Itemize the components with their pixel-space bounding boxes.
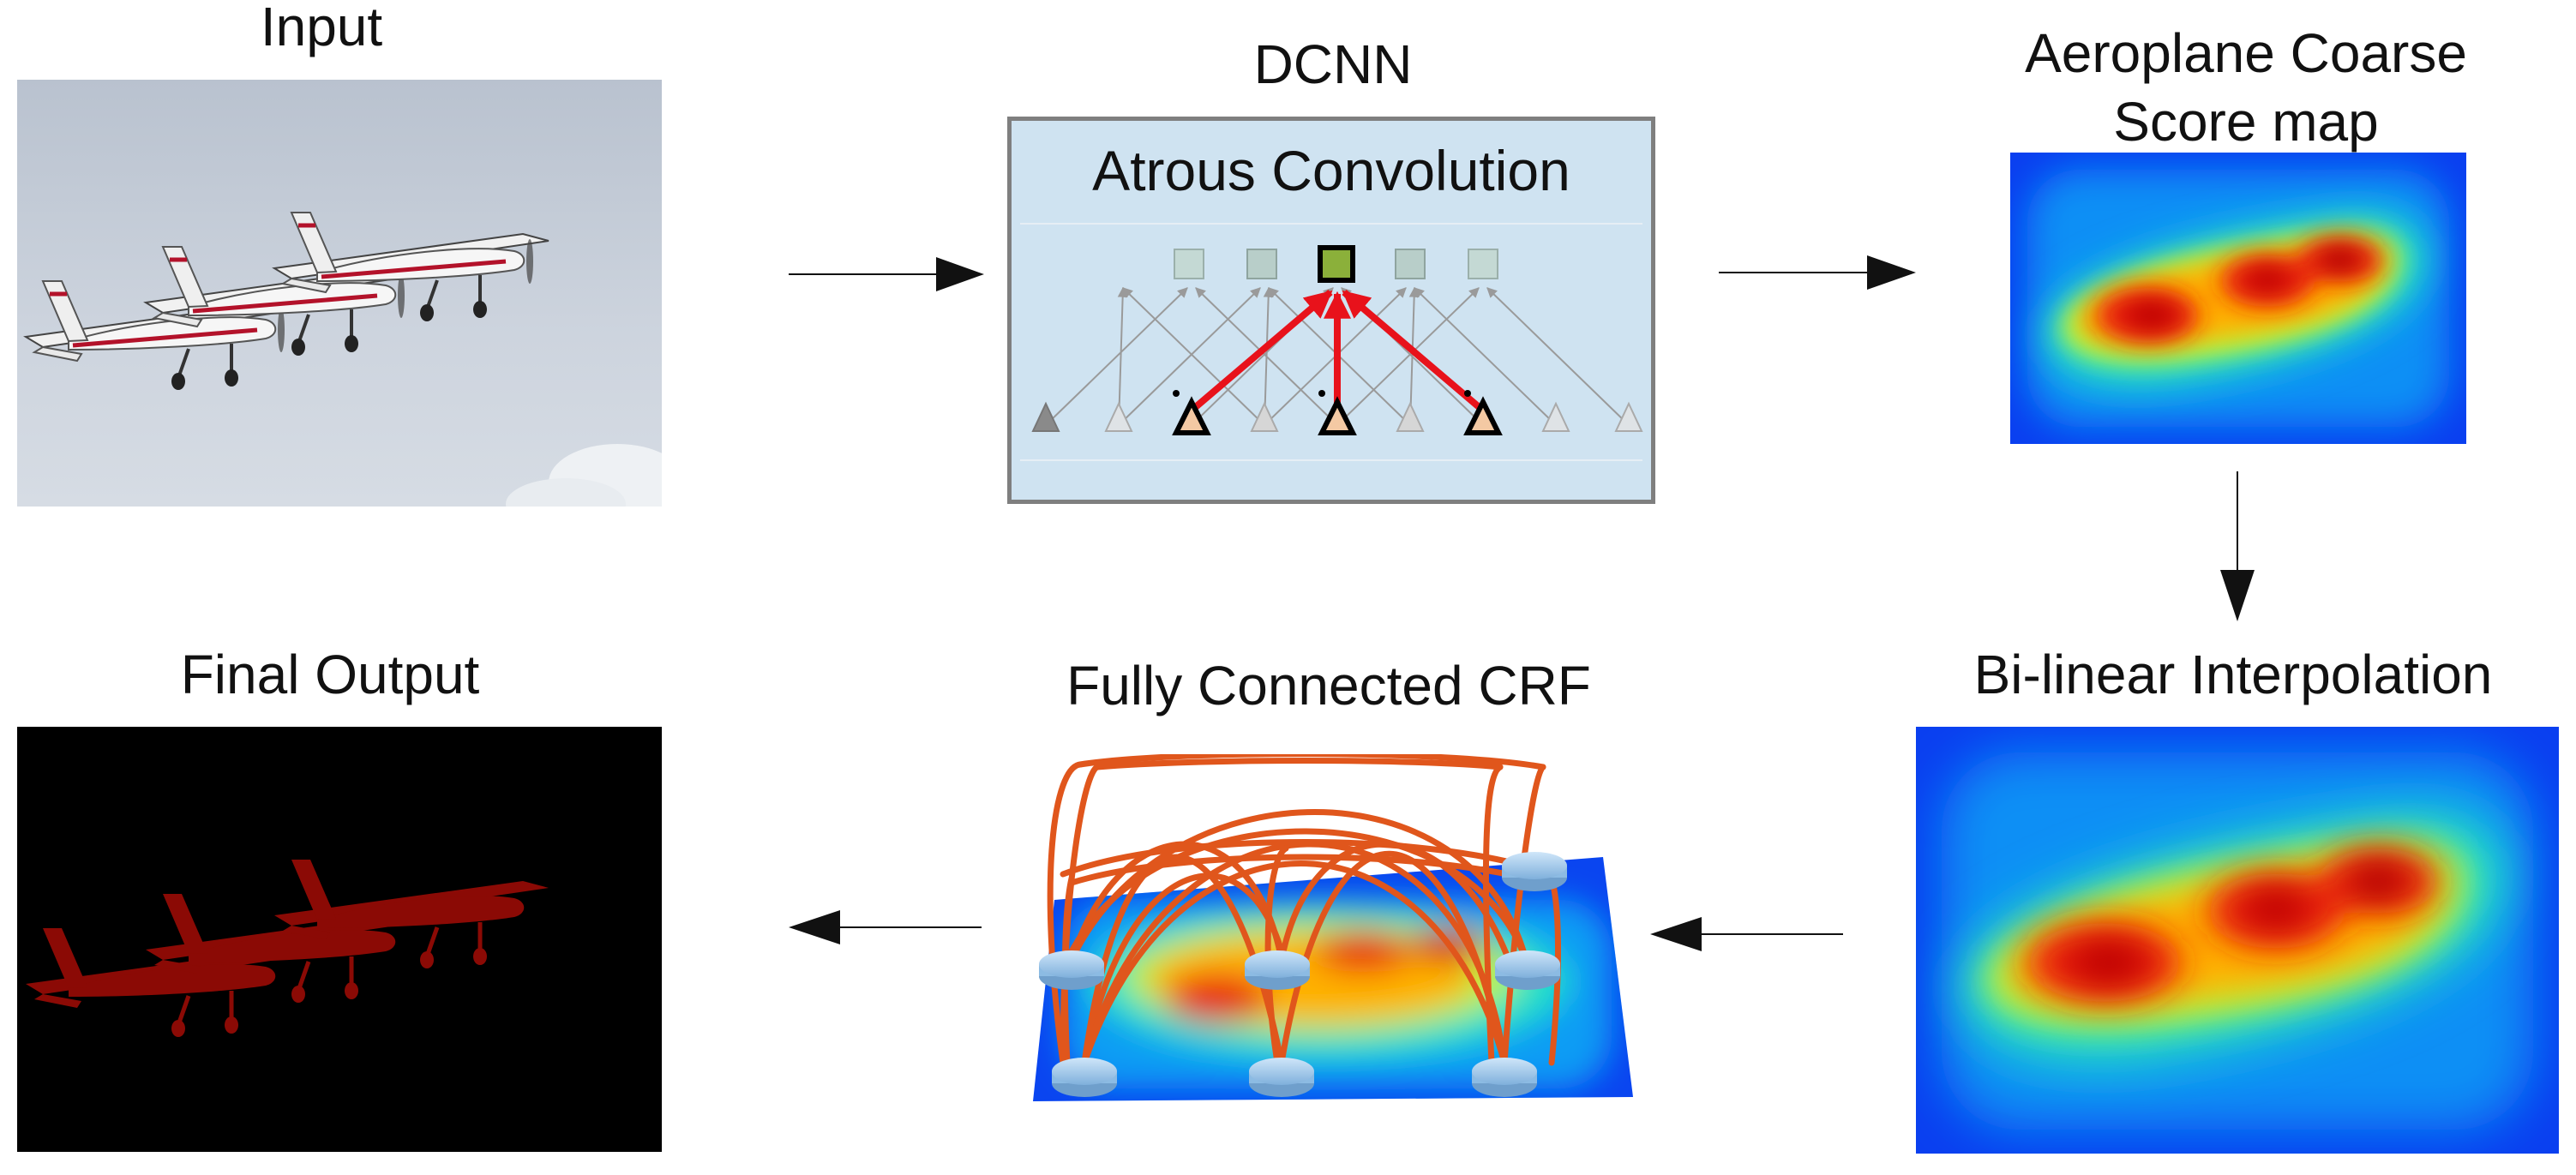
interpolation-label: Bi-linear Interpolation	[1973, 644, 2493, 705]
interpolated-score-map	[1916, 727, 2559, 1154]
dcnn-box: Atrous Convolution	[1007, 117, 1655, 504]
score-map-label-line1: Aeroplane Coarse	[2025, 22, 2467, 84]
input-image	[17, 80, 662, 507]
coarse-score-map	[2010, 153, 2466, 444]
square-node-icon	[1174, 245, 1498, 283]
atrous-convolution-title: Atrous Convolution	[1092, 139, 1570, 202]
dcnn-label: DCNN	[1253, 33, 1413, 95]
crf-graph	[1003, 754, 1654, 1114]
crf-label: Fully Connected CRF	[1066, 655, 1591, 716]
crf-edges	[1047, 754, 1561, 1066]
final-output-mask	[17, 727, 662, 1152]
triangle-node-icon	[1031, 396, 1643, 435]
score-map-label: Aeroplane Coarse Score map	[1920, 19, 2572, 156]
score-map-label-line2: Score map	[2113, 91, 2379, 153]
input-label: Input	[260, 0, 383, 57]
output-label: Final Output	[180, 644, 480, 705]
